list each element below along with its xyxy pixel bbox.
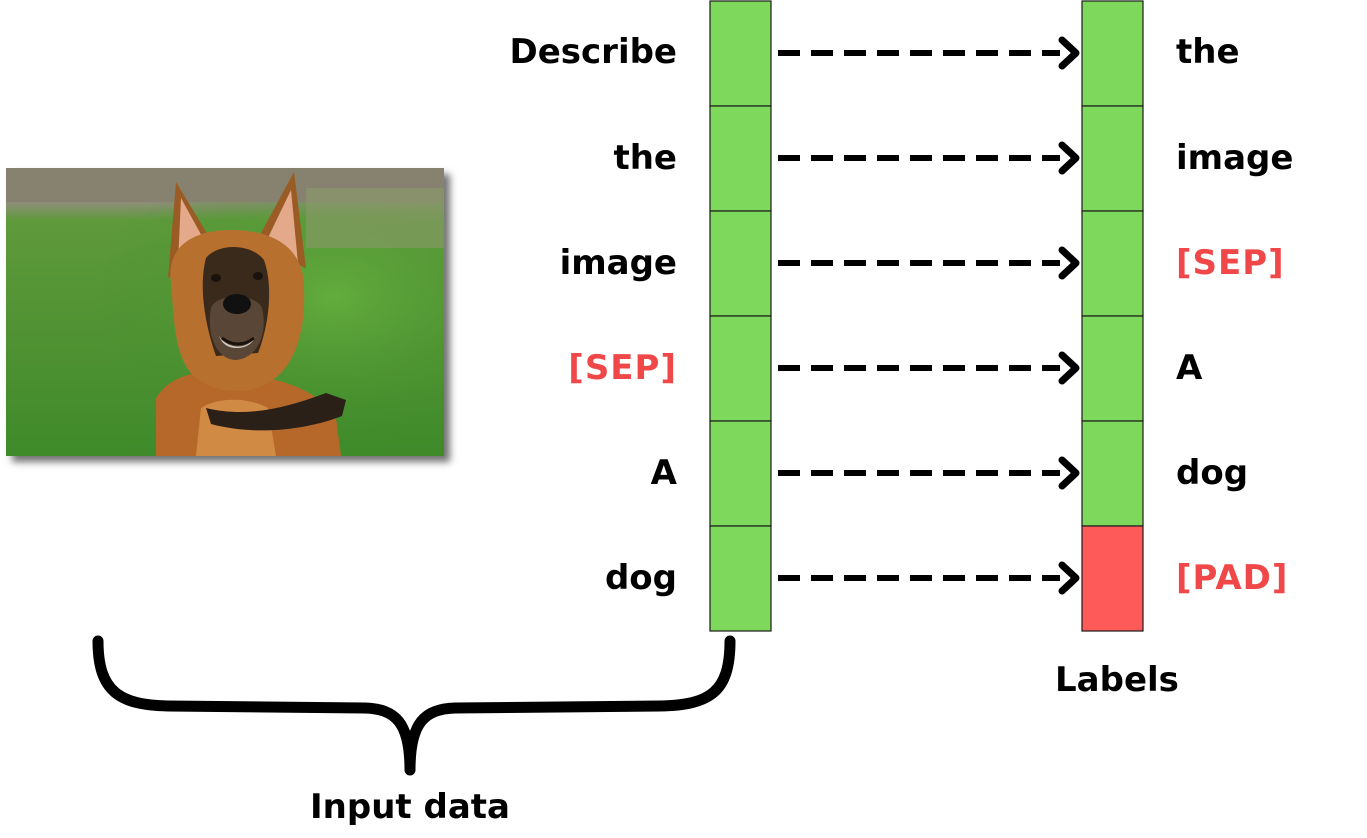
label-token-dog: dog [1176, 453, 1249, 493]
input-data-caption: Input data [310, 787, 510, 827]
input-token-image: image [559, 243, 677, 283]
arrow-head [1058, 561, 1080, 595]
arrow-head [1058, 456, 1080, 490]
label-token-the: the [1176, 32, 1240, 72]
input-cell [709, 420, 772, 527]
arrow-head [1058, 351, 1080, 385]
input-token-a: A [650, 453, 677, 493]
label-token-image: image [1176, 138, 1294, 178]
input-token-dog: dog [604, 558, 677, 598]
label-token-sep: [SEP] [1176, 243, 1285, 283]
arrow-head [1058, 141, 1080, 175]
label-token-pad: [PAD] [1176, 558, 1289, 598]
arrow-head [1058, 246, 1080, 280]
input-token-sep: [SEP] [568, 348, 677, 388]
arrow-head [1058, 36, 1080, 70]
label-token-a: A [1176, 348, 1203, 388]
arrow-group [778, 36, 1080, 595]
labels-caption: Labels [1055, 660, 1179, 700]
input-cell [709, 0, 772, 107]
input-cell-column [709, 0, 772, 632]
input-token-the: the [613, 138, 677, 178]
input-cell [709, 105, 772, 212]
label-cell [1081, 210, 1144, 317]
label-cell [1081, 420, 1144, 527]
label-cell-column [1081, 0, 1144, 632]
dog-photo [6, 168, 444, 456]
input-token-describe: Describe [509, 32, 678, 72]
label-cell [1081, 315, 1144, 422]
label-cell-padding [1081, 525, 1144, 632]
label-cell [1081, 105, 1144, 212]
label-cell [1081, 0, 1144, 107]
input-cell [709, 210, 772, 317]
input-cell [709, 525, 772, 632]
input-brace [92, 635, 736, 776]
input-cell [709, 315, 772, 422]
